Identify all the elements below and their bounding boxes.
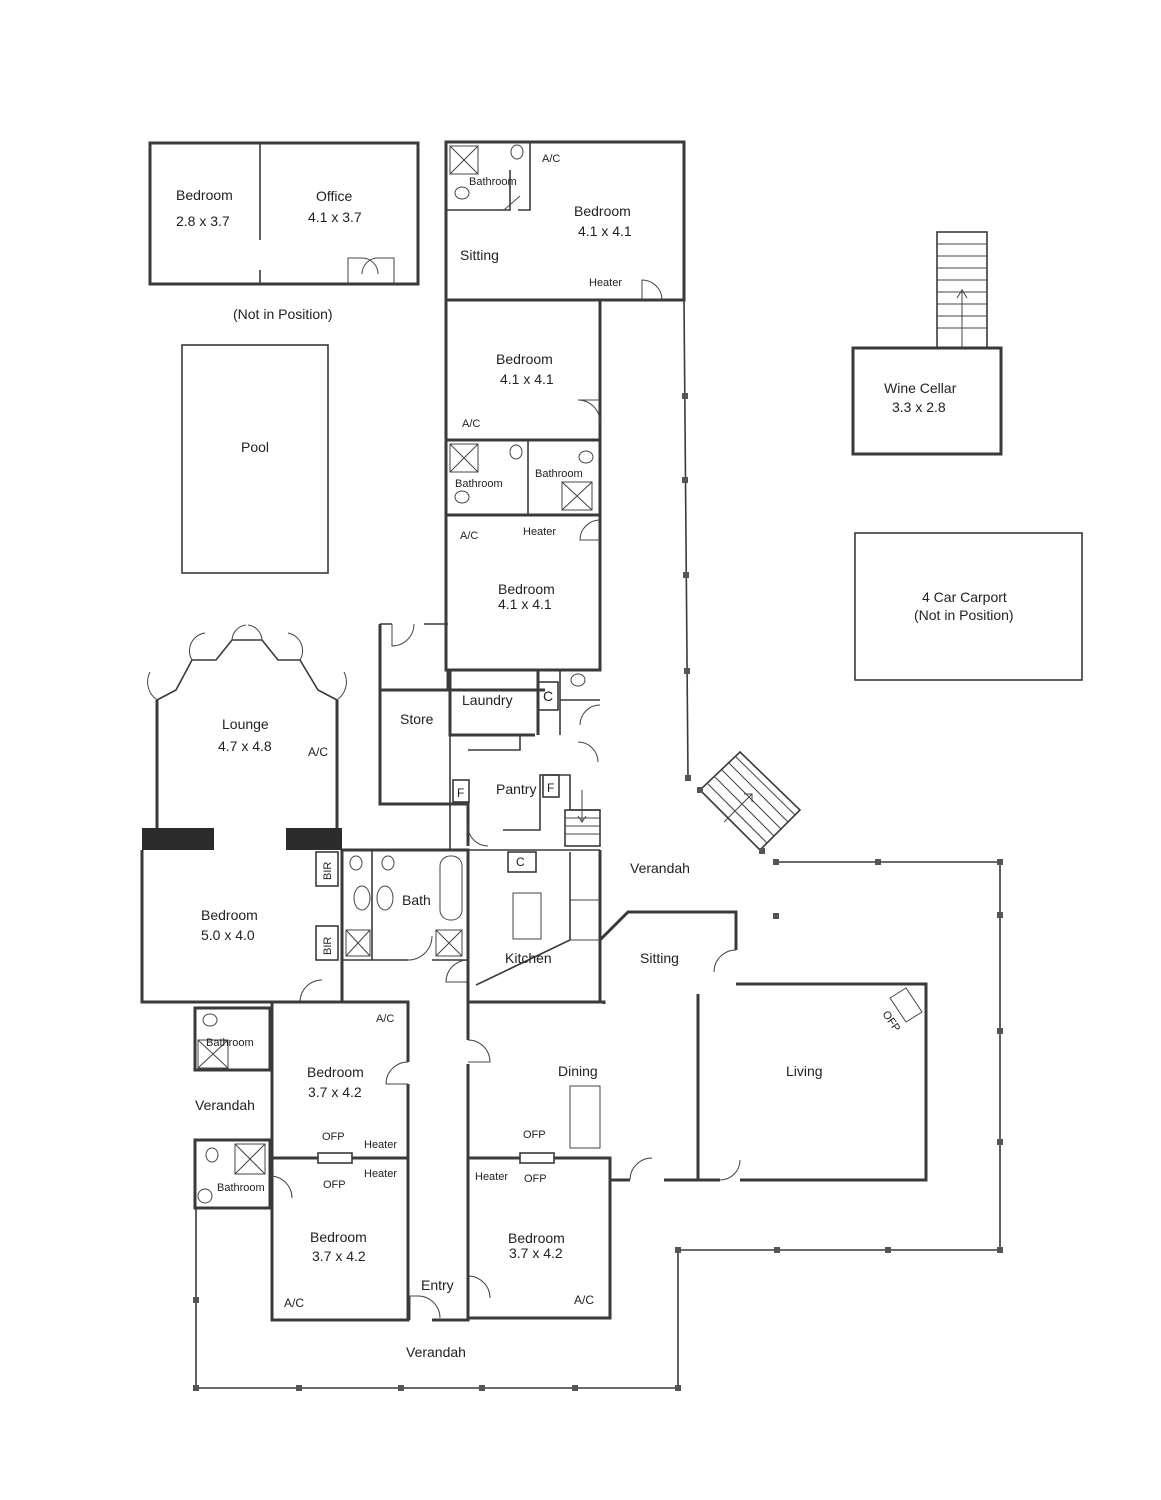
- wine-cellar-size: 3.3 x 2.8: [892, 399, 946, 415]
- living-label: Living: [786, 1063, 823, 1079]
- heater-2-label: Heater: [364, 1168, 397, 1180]
- bathroom-right-label: Bathroom: [535, 468, 583, 480]
- mid-bedroom-size: 4.1 x 4.1: [500, 371, 554, 387]
- lounge-label: Lounge: [222, 716, 269, 732]
- pantry-label: Pantry: [496, 781, 536, 797]
- se-bedroom-ac: A/C: [574, 1293, 594, 1307]
- east-walls: [598, 910, 928, 1182]
- top-heater-label: Heater: [589, 277, 622, 289]
- annex-note: (Not in Position): [233, 306, 333, 322]
- annex-bedroom-label: Bedroom: [176, 187, 233, 203]
- bathroom-sw1-label: Bathroom: [206, 1037, 254, 1049]
- se-bedroom-size: 3.7 x 4.2: [509, 1245, 563, 1261]
- carport-note: (Not in Position): [914, 607, 1014, 623]
- laundry-label: Laundry: [462, 692, 513, 708]
- pantry-f-left: F: [457, 786, 464, 800]
- wine-cellar-label: Wine Cellar: [884, 380, 957, 396]
- carport-outline: [854, 532, 1083, 681]
- lounge-size: 4.7 x 4.8: [218, 738, 272, 754]
- sw-bedroom2-label: Bedroom: [310, 1229, 367, 1245]
- bath-kitchen-walls: [342, 848, 602, 1004]
- ofp-4-label: OFP: [524, 1173, 547, 1185]
- cellar-stairs: [937, 243, 987, 348]
- entry-label: Entry: [421, 1277, 454, 1293]
- main-bedroom-label: Bedroom: [201, 907, 258, 923]
- annex-building: [148, 141, 420, 286]
- carport-label: 4 Car Carport: [922, 589, 1007, 605]
- ofp-living-label: OFP: [880, 1009, 903, 1034]
- south-wing-walls: [193, 1000, 612, 1322]
- bath-label: Bath: [402, 892, 431, 908]
- low-bedroom-label: Bedroom: [498, 581, 555, 597]
- north-wing-walls: [444, 140, 686, 672]
- sw-bedroom1-label: Bedroom: [307, 1064, 364, 1080]
- south-verandah-boundary: [193, 1208, 681, 1391]
- sitting-top-label: Sitting: [460, 247, 499, 263]
- bir-top-label: BIR: [322, 862, 334, 880]
- ofp-1-label: OFP: [322, 1131, 345, 1143]
- ofp-3-label: OFP: [523, 1129, 546, 1141]
- top-bathroom-label: Bathroom: [469, 176, 517, 188]
- bathroom-sw2-label: Bathroom: [217, 1182, 265, 1194]
- pool-label: Pool: [241, 439, 269, 455]
- se-bedroom-label: Bedroom: [508, 1230, 565, 1246]
- top-bedroom-label: Bedroom: [574, 203, 631, 219]
- sw-bedroom1-ac: A/C: [376, 1013, 394, 1025]
- lounge-walls: [140, 624, 347, 1004]
- verandah-stairs: [697, 750, 802, 854]
- annex-bedroom-size: 2.8 x 3.7: [176, 213, 230, 229]
- office-label: Office: [316, 188, 353, 204]
- sw-bedroom2-size: 3.7 x 4.2: [312, 1248, 366, 1264]
- kitchen-c-label: C: [516, 855, 525, 869]
- sw-bedroom1-size: 3.7 x 4.2: [308, 1084, 362, 1100]
- verandah-south-label: Verandah: [406, 1344, 466, 1360]
- verandah-east-label: Verandah: [630, 860, 690, 876]
- low-ac-label: A/C: [460, 530, 478, 542]
- office-size: 4.1 x 3.7: [308, 209, 362, 225]
- sitting-east-label: Sitting: [640, 950, 679, 966]
- top-bedroom-size: 4.1 x 4.1: [578, 223, 632, 239]
- bir-bottom-label: BIR: [322, 937, 334, 955]
- low-heater-label: Heater: [523, 526, 556, 538]
- bathroom-left-label: Bathroom: [455, 478, 503, 490]
- pantry-f-right: F: [547, 781, 554, 795]
- heater-3-label: Heater: [475, 1171, 508, 1183]
- office-double-door: [347, 257, 395, 284]
- top-ac-label: A/C: [542, 153, 560, 165]
- kitchen-label: Kitchen: [505, 950, 552, 966]
- low-bedroom-size: 4.1 x 4.1: [498, 596, 552, 612]
- ofp-2-label: OFP: [323, 1179, 346, 1191]
- service-walls: [378, 623, 601, 851]
- main-bedroom-size: 5.0 x 4.0: [201, 927, 255, 943]
- verandah-west-label: Verandah: [195, 1097, 255, 1113]
- laundry-c-label: C: [543, 688, 553, 704]
- lounge-ac: A/C: [308, 745, 328, 759]
- east-verandah-posts: [682, 299, 691, 781]
- sw-bedroom2-ac: A/C: [284, 1296, 304, 1310]
- pool-outline: [181, 344, 329, 574]
- dining-label: Dining: [558, 1063, 598, 1079]
- mid-ac-label: A/C: [462, 418, 480, 430]
- wine-cellar-building: [851, 231, 1003, 456]
- store-label: Store: [400, 711, 434, 727]
- heater-1-label: Heater: [364, 1139, 397, 1151]
- east-verandah-boundary: [675, 859, 1003, 1388]
- mid-bedroom-label: Bedroom: [496, 351, 553, 367]
